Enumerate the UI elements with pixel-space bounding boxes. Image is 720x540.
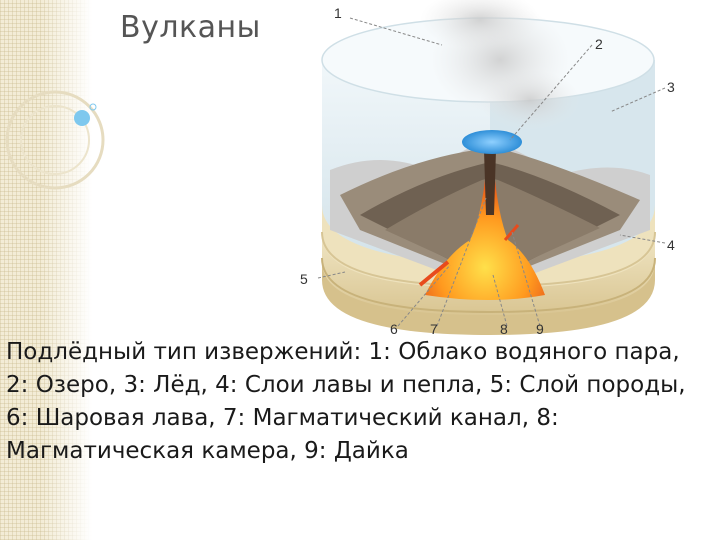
decorative-side-pattern	[0, 0, 92, 540]
callout-label-7: 7	[430, 321, 438, 337]
steam-cloud	[420, 0, 580, 130]
callout-lines	[317, 17, 666, 327]
callout-label-8: 8	[500, 321, 508, 337]
callout-label-3: 3	[667, 79, 675, 95]
callout-label-4: 4	[667, 237, 675, 253]
magma-conduit	[484, 150, 496, 215]
page-title: Вулканы	[120, 10, 261, 45]
callout-label-9: 9	[536, 321, 544, 337]
callout-label-5: 5	[300, 271, 308, 287]
decorative-circles	[5, 90, 105, 190]
subglacial-eruption-diagram	[5, 0, 666, 335]
caption-text: Подлёдный тип извержений: 1: Облако водя…	[6, 339, 686, 464]
callout-label-6: 6	[390, 321, 398, 337]
subglacial-lake	[462, 130, 522, 154]
callout-label-1: 1	[334, 5, 342, 21]
callout-label-2: 2	[595, 36, 603, 52]
